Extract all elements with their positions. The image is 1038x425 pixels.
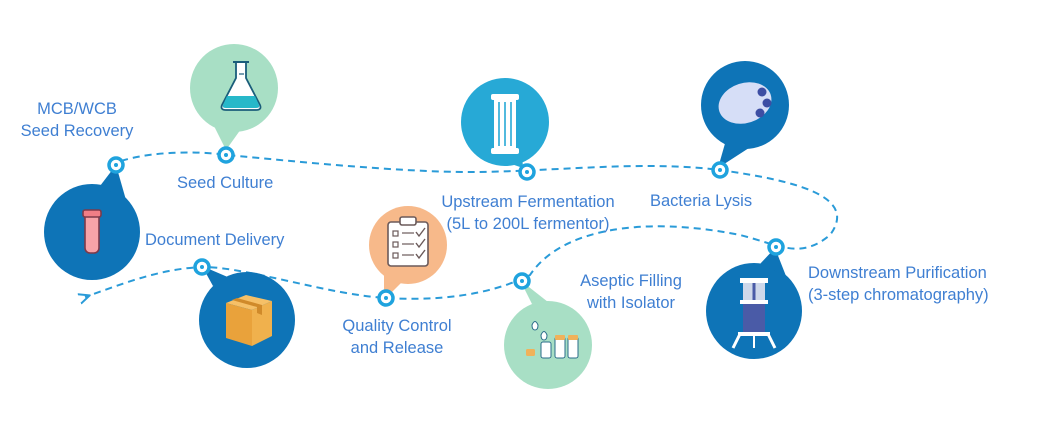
label-delivery: Document Delivery [145, 229, 284, 251]
label-upstream: Upstream Fermentation (5L to 200L fermen… [428, 191, 628, 235]
label-line: Seed Culture [177, 174, 274, 192]
node-dot [711, 161, 729, 179]
label-aseptic: Aseptic Filling with Isolator [566, 270, 696, 314]
node-dot [767, 238, 785, 256]
bubble-mcb [44, 165, 140, 280]
fermentor-icon [491, 94, 519, 154]
label-qc: Quality Control and Release [322, 315, 472, 359]
label-line: Quality Control [342, 317, 452, 335]
label-line: and Release [350, 339, 444, 357]
bubble-seed [190, 44, 278, 150]
label-seed: Seed Culture [177, 172, 273, 194]
label-line: with Isolator [586, 294, 676, 312]
label-line: Upstream Fermentation [441, 193, 615, 211]
package-box-icon [226, 295, 272, 346]
node-dot [513, 272, 531, 290]
label-mcb: MCB/WCB Seed Recovery [12, 98, 142, 142]
node-dot [518, 163, 536, 181]
label-line: (5L to 200L fermentor) [446, 215, 610, 233]
label-line: MCB/WCB [37, 100, 117, 118]
bubble-upstream [461, 78, 549, 168]
label-line: Downstream Purification [808, 264, 987, 282]
bubble-delivery [199, 266, 295, 368]
bubble-downstream [706, 248, 802, 359]
bubble-aseptic [504, 280, 592, 389]
bubble-lysis [701, 61, 789, 168]
node-dot [377, 289, 395, 307]
process-path [85, 151, 839, 298]
path-nodes [107, 146, 785, 307]
label-line: Seed Recovery [20, 122, 134, 140]
test-tube-icon [82, 209, 102, 254]
label-downstream: Downstream Purification (3-step chromato… [808, 262, 989, 306]
chromatography-column-icon [731, 278, 777, 349]
node-dot [217, 146, 235, 164]
bubble-qc [369, 206, 447, 300]
label-line: (3-step chromatography) [808, 286, 989, 304]
vials-icon [526, 321, 579, 359]
label-line: Bacteria Lysis [650, 192, 753, 210]
label-lysis: Bacteria Lysis [650, 190, 752, 212]
checklist-icon [387, 216, 429, 267]
label-line: Document Delivery [145, 231, 285, 249]
bacteria-cell-icon [718, 82, 772, 124]
flask-icon [220, 61, 262, 111]
node-dot [193, 258, 211, 276]
node-dot [107, 156, 125, 174]
label-line: Aseptic Filling [580, 272, 682, 290]
